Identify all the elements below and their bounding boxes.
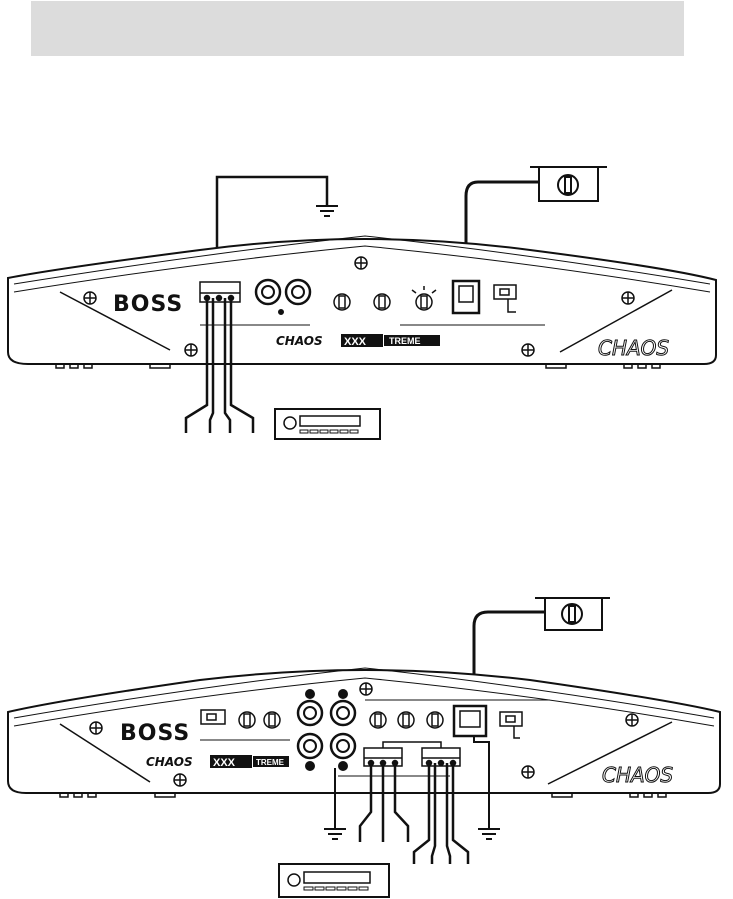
svg-text:TREME: TREME (389, 336, 421, 346)
ground-icon (316, 206, 338, 216)
head-unit-radio-icon (279, 864, 389, 897)
svg-text:CHAOS: CHAOS (146, 755, 193, 769)
diagram-top: BOSS (8, 167, 716, 439)
ground-icon (478, 829, 500, 839)
chaos-logo: CHAOS (602, 763, 673, 787)
remote-port-2 (454, 706, 486, 736)
power-terminal-2b (422, 748, 460, 766)
diagram-bottom: BOSS (8, 598, 720, 897)
svg-text:TREME: TREME (256, 758, 285, 767)
chaos-logo: CHAOS (598, 336, 669, 360)
svg-text:XXX: XXX (213, 757, 236, 769)
boss-logo: BOSS (120, 721, 190, 746)
svg-text:CHAOS: CHAOS (276, 334, 323, 348)
remote-bass-knob-icon (530, 167, 607, 201)
series-logo-2: CHAOS XXX TREME (146, 755, 289, 769)
boss-logo: BOSS (113, 292, 183, 317)
remote-bass-knob-icon (535, 598, 610, 630)
series-logo-1: CHAOS XXX TREME (276, 334, 440, 348)
head-unit-radio-icon (275, 409, 380, 439)
ground-icon (324, 829, 346, 839)
svg-text:XXX: XXX (344, 336, 367, 348)
remote-port-1 (453, 281, 479, 313)
